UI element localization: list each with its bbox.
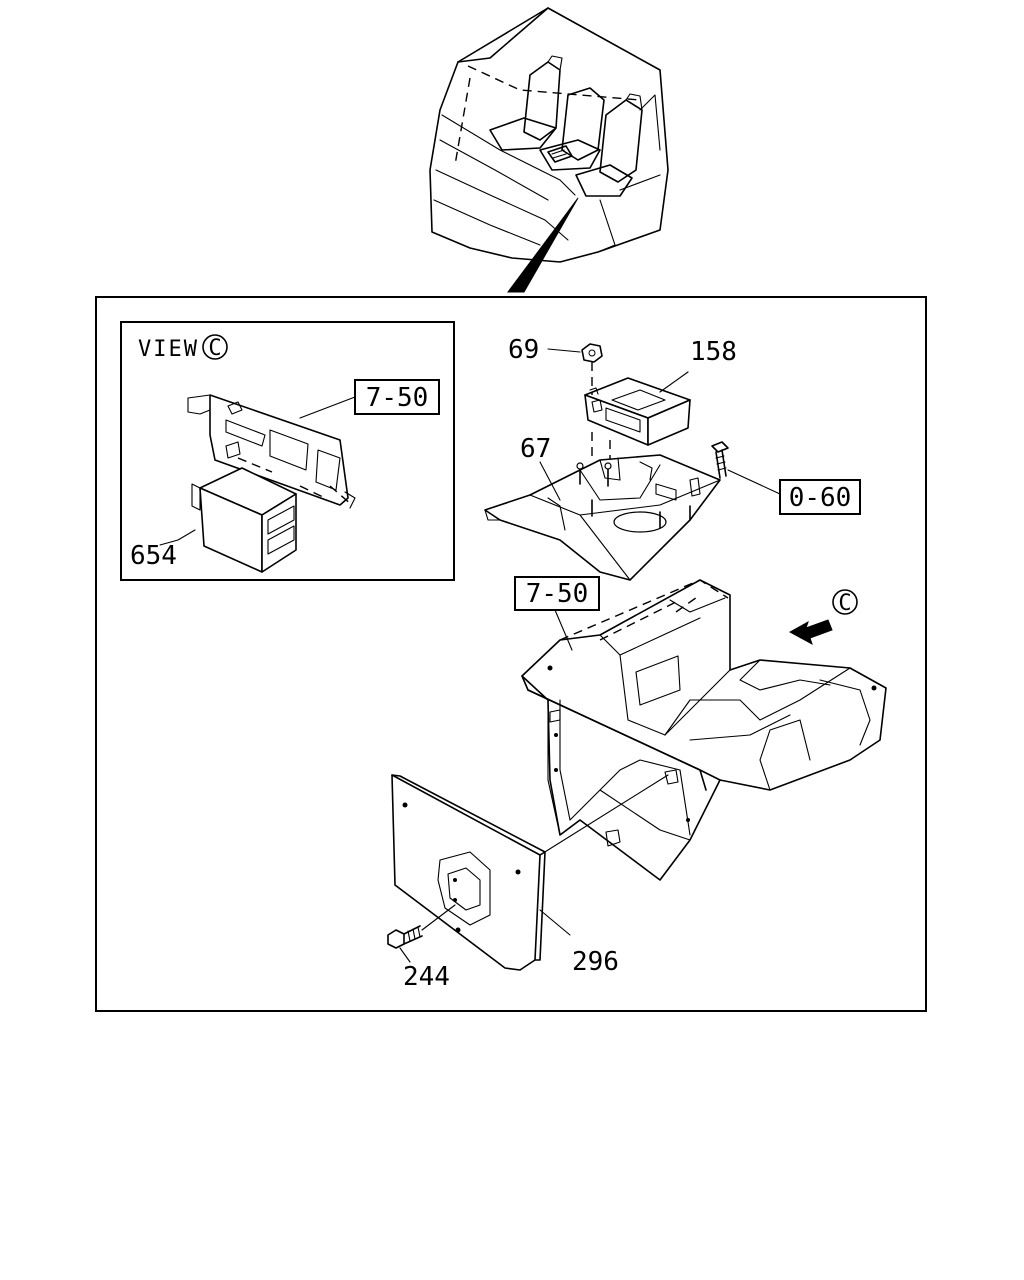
cab-overview-illustration xyxy=(429,7,669,293)
callout-654: 654 xyxy=(130,541,177,571)
callout-67: 67 xyxy=(520,434,551,464)
view-marker-circle xyxy=(202,334,228,360)
ref-box-750-main xyxy=(514,576,600,611)
view-c-inset: VIEW C 7-50 654 xyxy=(120,321,455,581)
ref-060: 0-60 xyxy=(789,483,852,513)
callout-244: 244 xyxy=(403,962,450,992)
callout-296: 296 xyxy=(572,947,619,977)
callout-158: 158 xyxy=(690,337,737,367)
main-frame xyxy=(95,296,927,1012)
direction-marker: C xyxy=(838,591,851,616)
view-direction-arrow: C xyxy=(788,589,858,646)
bolt-244 xyxy=(387,904,456,963)
callout-69: 69 xyxy=(508,335,539,365)
cover-panel xyxy=(391,774,669,971)
ref-750-view: 7-50 xyxy=(366,383,429,413)
ecu-bracket-assembly xyxy=(484,343,781,581)
view-marker: C xyxy=(208,336,221,361)
view-label: VIEW xyxy=(138,337,199,362)
ref-box-060 xyxy=(779,479,861,515)
ref-750-main: 7-50 xyxy=(526,579,589,609)
seat-base-frame xyxy=(521,579,887,881)
